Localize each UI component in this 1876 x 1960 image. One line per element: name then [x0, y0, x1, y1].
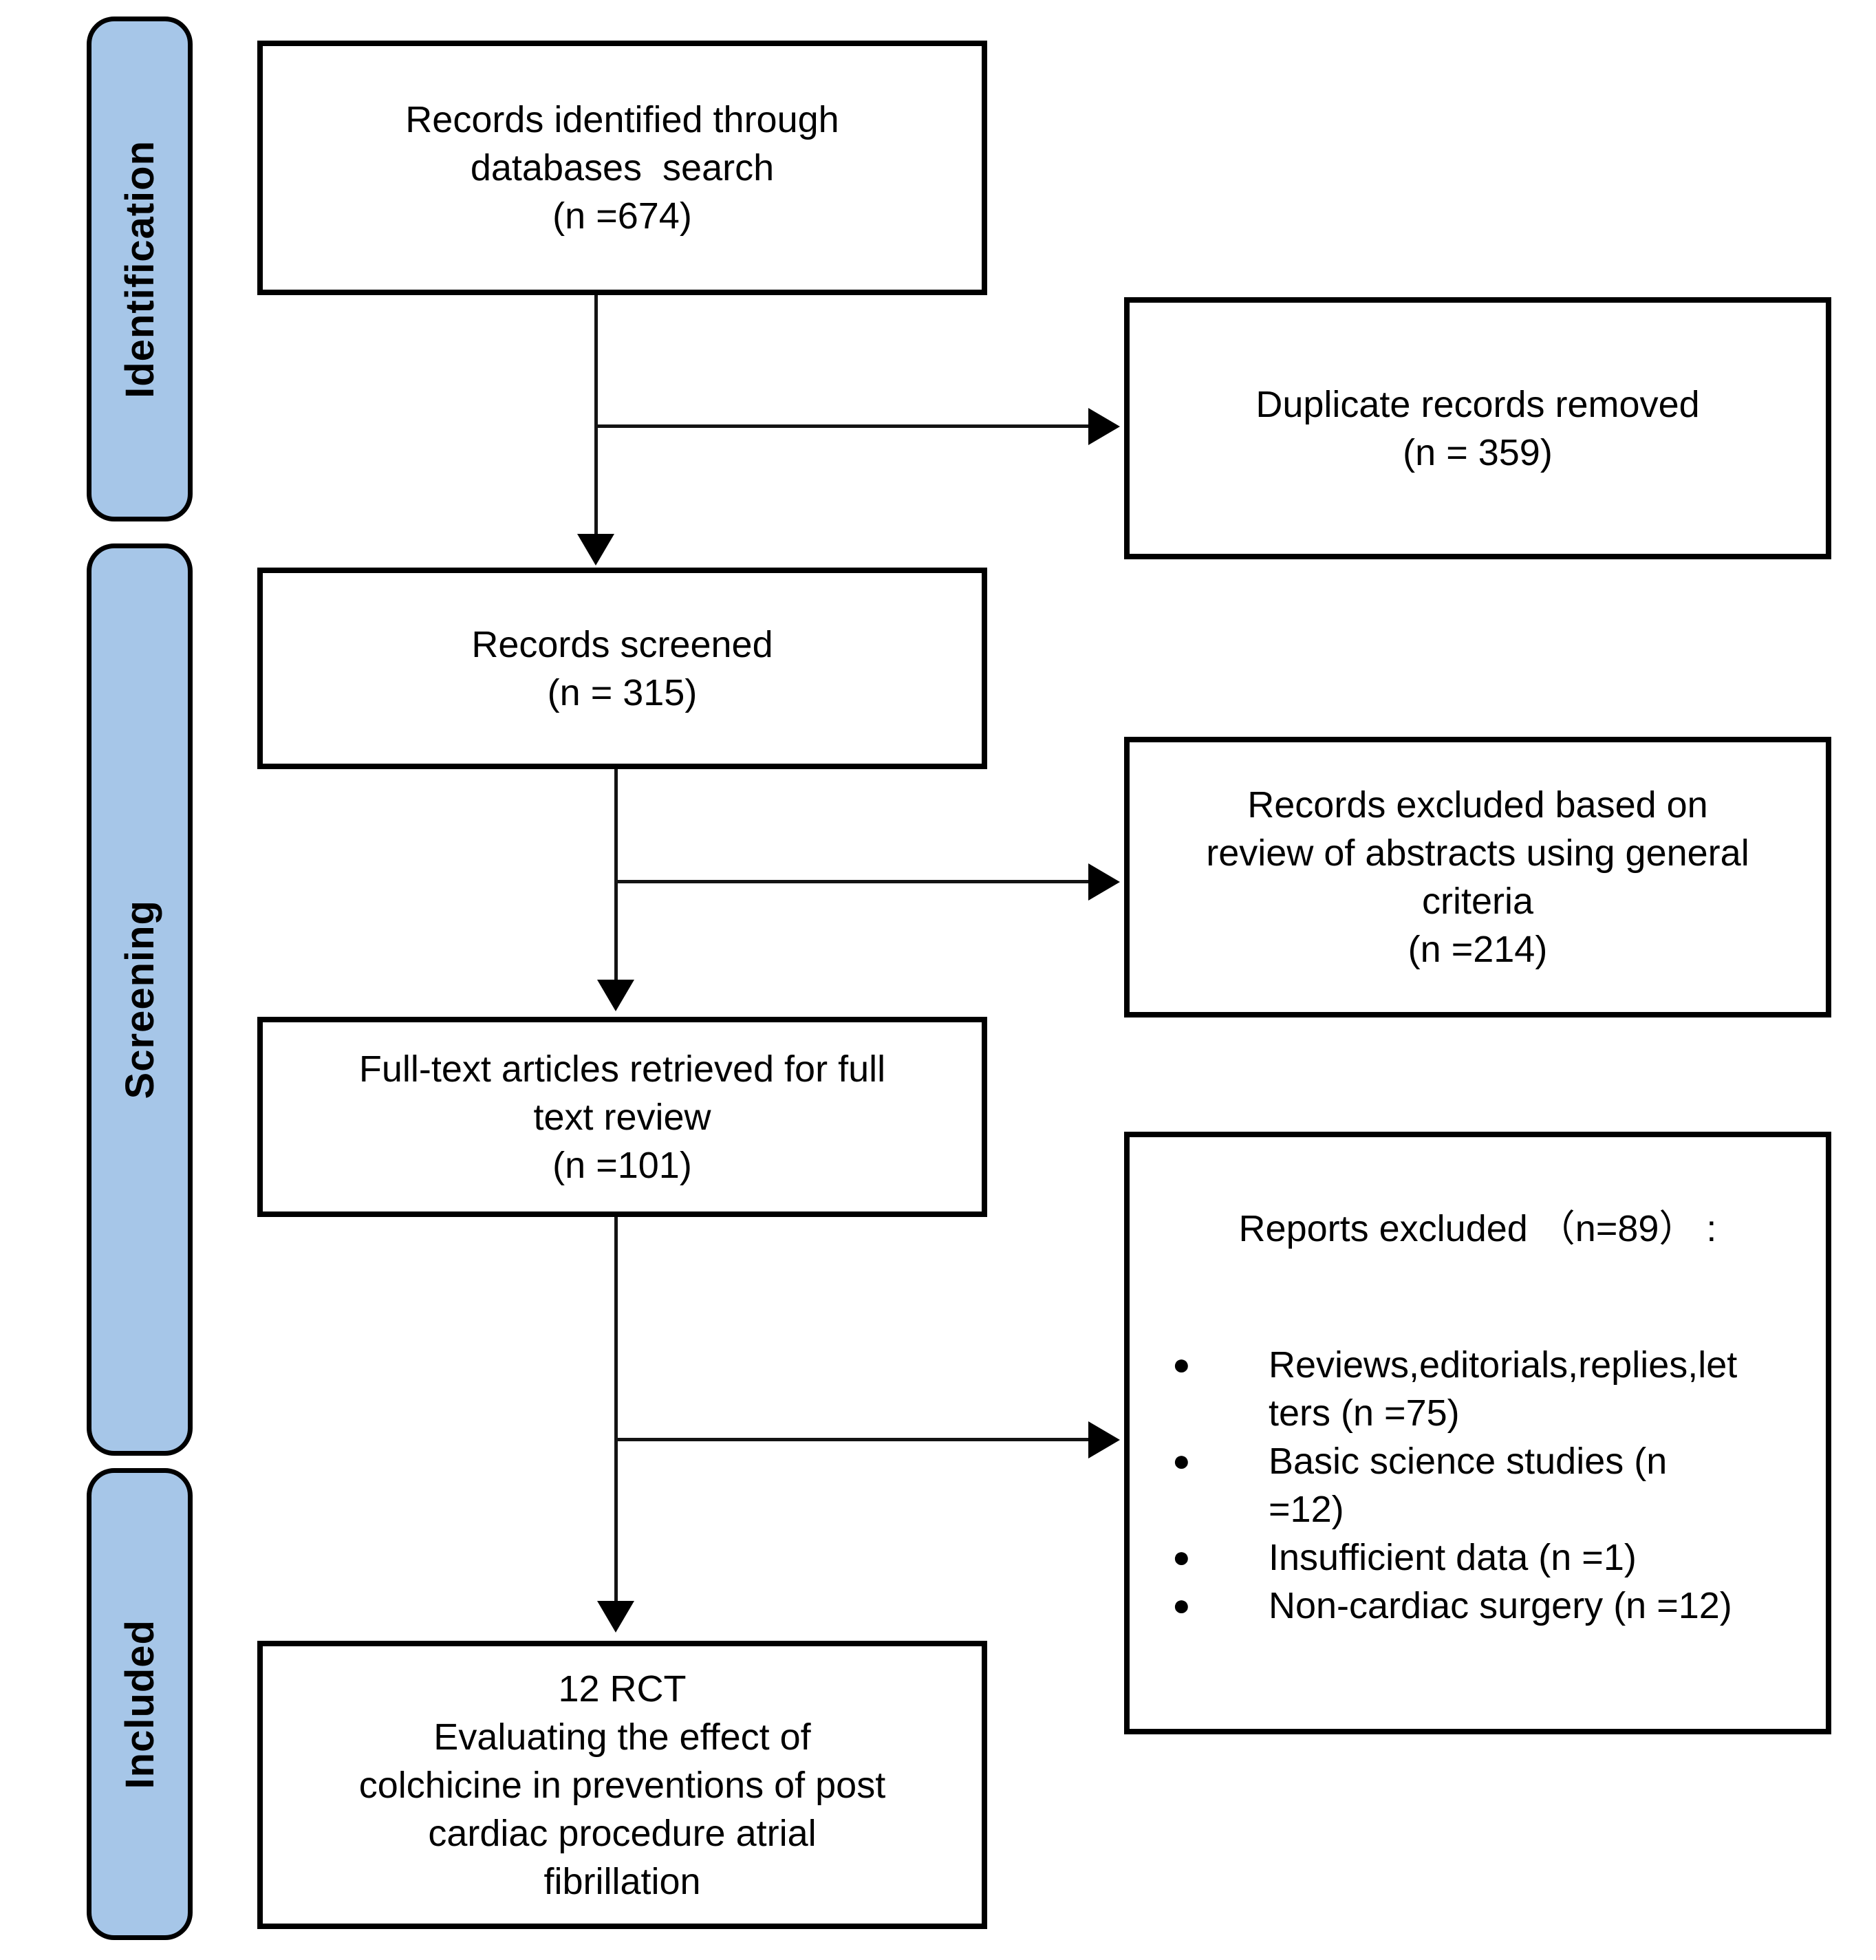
list-item: ● Reviews,editorials,replies,letters (n … [1172, 1341, 1826, 1437]
flow-box-fulltext-retrieved: Full-text articles retrieved for full te… [257, 1017, 987, 1217]
list-item-text: Basic science studies (n =12) [1269, 1441, 1678, 1530]
box-text-line: cardiac procedure atrial [428, 1812, 817, 1854]
box-text-line: Records identified through [405, 99, 839, 140]
list-item-text: Insufficient data (n =1) [1269, 1537, 1637, 1578]
box-text-line: (n = 315) [547, 671, 698, 713]
bullet-icon: ● [1172, 1589, 1191, 1622]
list-item-text: Non-cardiac surgery (n =12) [1269, 1585, 1732, 1626]
connector-line [614, 769, 618, 981]
arrowhead-down-icon [597, 980, 634, 1011]
arrowhead-right-icon [1088, 863, 1120, 901]
box-text-line: (n =674) [552, 195, 692, 237]
connector-line [616, 1438, 1088, 1441]
exclusion-box-duplicates-removed: Duplicate records removed (n = 359) [1124, 297, 1831, 559]
box-text-line: text review [533, 1096, 711, 1138]
box-text-line: colchicine in preventions of post [358, 1764, 886, 1806]
box-text-line: Records screened [471, 623, 773, 665]
stage-bar-included: Included [87, 1468, 193, 1940]
list-item: ● Non-cardiac surgery (n =12) [1172, 1582, 1826, 1630]
box-text-line: (n = 359) [1403, 431, 1553, 473]
stage-bar-screening: Screening [87, 543, 193, 1456]
box-text-line: fibrillation [543, 1860, 701, 1902]
arrowhead-right-icon [1088, 408, 1120, 445]
exclusion-box-reports-excluded: Reports excluded （n=89） : ● Reviews,edit… [1124, 1132, 1831, 1734]
box-text-line: databases search [470, 147, 775, 189]
box-text-line: Evaluating the effect of [433, 1716, 811, 1758]
connector-line [616, 880, 1088, 883]
box-text-line: Records excluded based on [1247, 784, 1708, 826]
list-item-text: Reviews,editorials,replies,letters (n =7… [1269, 1344, 1738, 1434]
arrowhead-down-icon [597, 1601, 634, 1633]
list-item: ● Insufficient data (n =1) [1172, 1533, 1826, 1582]
connector-line [596, 424, 1088, 428]
stage-label-included: Included [117, 1619, 162, 1789]
bullet-icon: ● [1172, 1540, 1191, 1574]
exclusion-box-records-excluded: Records excluded based on review of abst… [1124, 737, 1831, 1017]
stage-label-screening: Screening [117, 900, 162, 1099]
reports-excluded-title: Reports excluded （n=89） : [1238, 1208, 1717, 1249]
list-item: ● Basic science studies (n =12) [1172, 1437, 1826, 1533]
box-text-line: 12 RCT [558, 1668, 687, 1710]
box-text-line: review of abstracts using general [1206, 832, 1749, 874]
arrowhead-right-icon [1088, 1421, 1120, 1458]
flow-box-included-studies: 12 RCT Evaluating the effect of colchici… [257, 1641, 987, 1929]
box-text-line: criteria [1421, 881, 1534, 922]
connector-line [614, 1217, 618, 1602]
box-text-line: Duplicate records removed [1255, 383, 1700, 425]
reports-excluded-list: ● Reviews,editorials,replies,letters (n … [1130, 1341, 1826, 1630]
box-text-line: (n =214) [1408, 929, 1548, 970]
flow-box-records-screened: Records screened (n = 315) [257, 568, 987, 769]
arrowhead-down-icon [577, 534, 614, 566]
stage-bar-identification: Identification [87, 17, 193, 521]
bullet-icon: ● [1172, 1444, 1191, 1478]
flow-box-records-identified: Records identified through databases sea… [257, 41, 987, 295]
box-text-line: Full-text articles retrieved for full [358, 1048, 886, 1090]
connector-line [594, 295, 598, 536]
bullet-icon: ● [1172, 1348, 1191, 1381]
box-text-line: (n =101) [552, 1144, 692, 1186]
stage-label-identification: Identification [117, 140, 162, 398]
